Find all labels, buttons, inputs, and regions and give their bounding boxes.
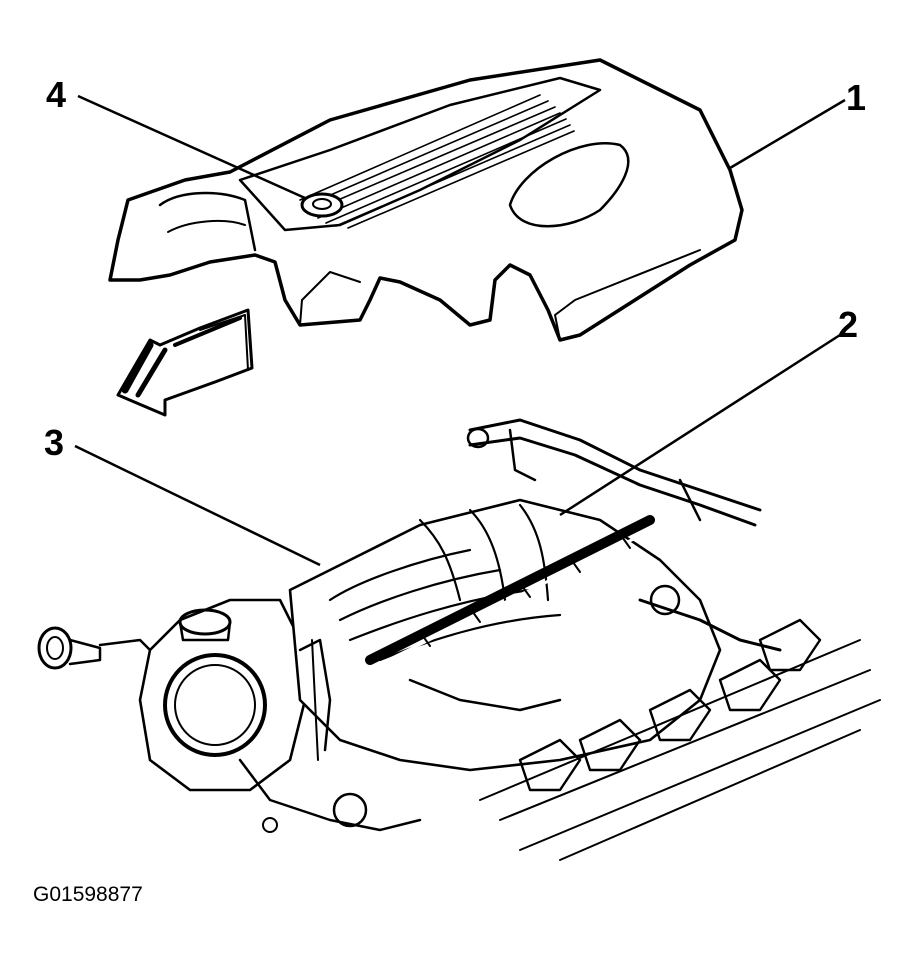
callout-4: 4 [46,74,66,115]
leader-line-1 [729,98,846,170]
leader-lines [74,94,846,567]
callout-3: 3 [44,422,64,463]
figure-id: G01598877 [33,883,143,906]
callout-1: 1 [846,77,866,118]
callout-2: 2 [838,304,858,345]
leader-line-3 [74,444,321,567]
engine-assembly [37,418,881,861]
leader-line-2 [559,333,841,517]
engine-cover [108,58,744,342]
leader-line-4 [77,94,306,200]
removal-direction-arrow [116,308,254,417]
